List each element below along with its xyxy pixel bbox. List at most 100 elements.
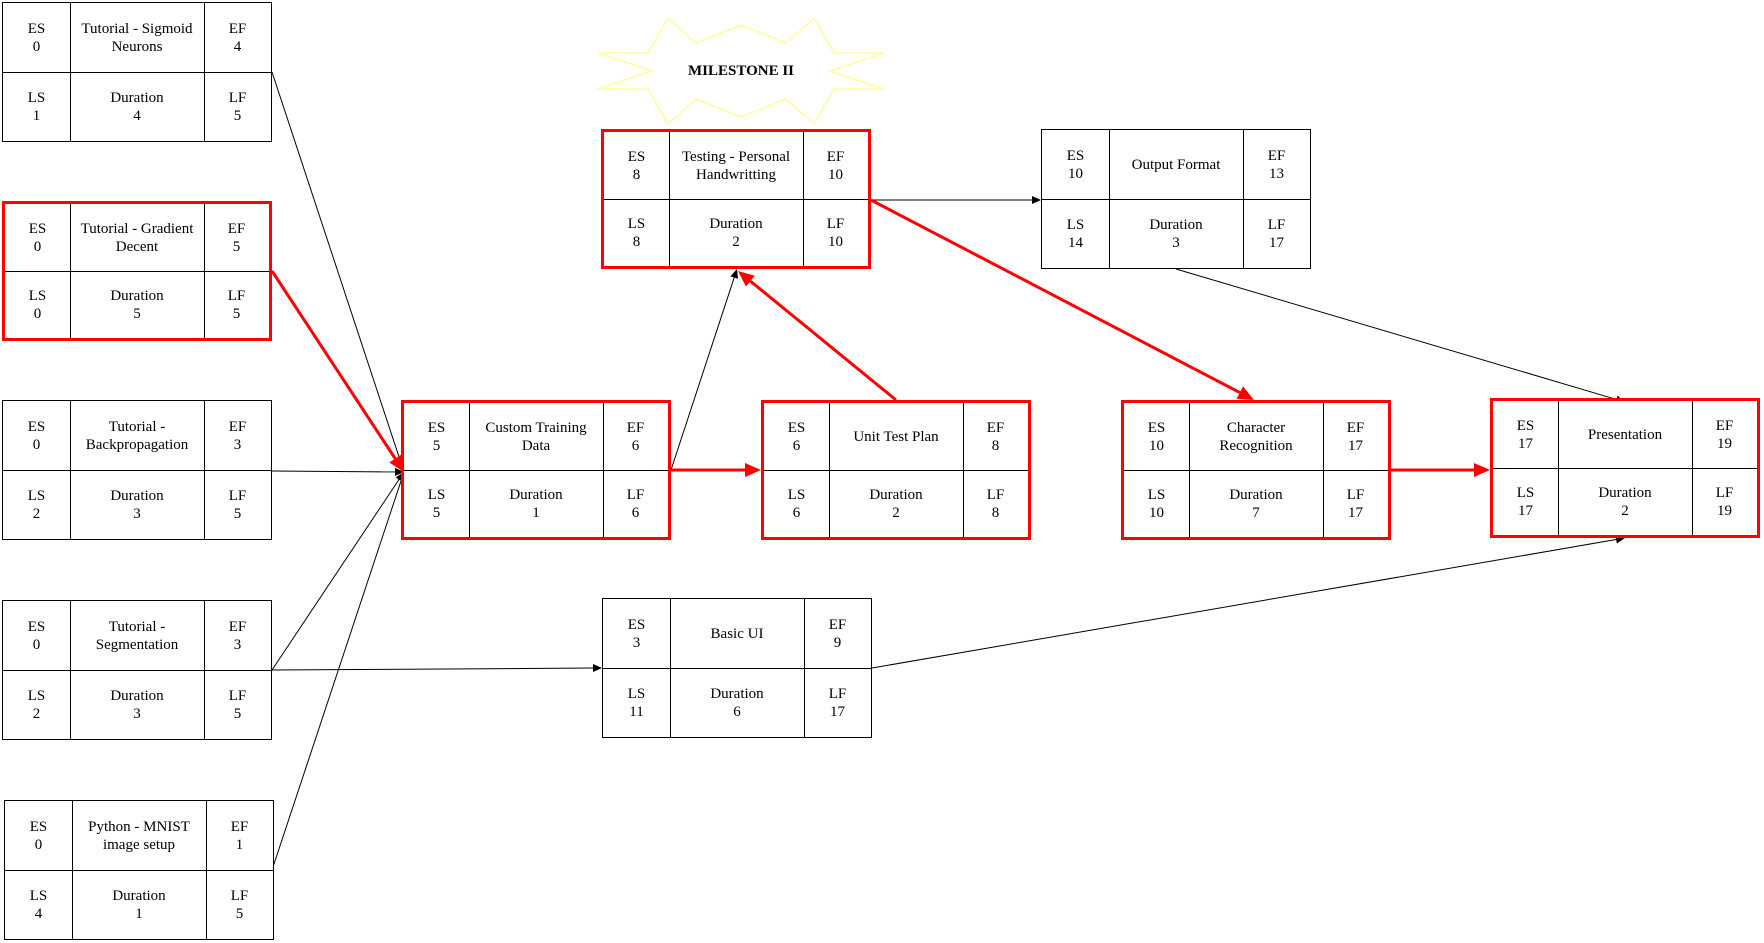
cell-label-ef: EF	[1715, 417, 1734, 434]
cell-value-duration: 1	[532, 504, 540, 521]
cell-value-ls: 8	[632, 233, 641, 250]
arrowhead-icon	[592, 664, 602, 673]
edge-backprop-to-custom	[271, 470, 396, 473]
cell-value-ls: 14	[1068, 234, 1083, 251]
cell-value-ls: 17	[1518, 502, 1533, 519]
cell-value-es: 0	[34, 836, 43, 853]
cell-label-lf: LF	[1715, 484, 1734, 501]
node-divider	[1124, 470, 1388, 471]
cell-label-duration: Duration	[110, 487, 164, 504]
node-divider	[3, 670, 271, 671]
cell-label-ls: LS	[28, 287, 47, 304]
edge-segmentation-to-basicui	[271, 667, 594, 671]
cell-value-ef: 4	[233, 38, 242, 55]
cell-label-es: ES	[29, 818, 48, 835]
cell-label-lf: LF	[826, 215, 845, 232]
cell-label-duration: Duration	[110, 687, 164, 704]
cell-label-ls: LS	[787, 486, 806, 503]
cell-label-lf: LF	[228, 487, 247, 504]
cell-label-es: ES	[27, 418, 46, 435]
node-cell-name: Output Format	[1109, 130, 1243, 199]
task-name-line: Decent	[115, 238, 159, 255]
cell-label-es: ES	[427, 419, 446, 436]
node-divider	[3, 72, 271, 73]
cell-label-ls: LS	[29, 887, 48, 904]
node-divider	[3, 470, 271, 471]
task-name-line: Tutorial - Gradient	[80, 220, 194, 237]
cell-value-ef: 8	[991, 437, 1000, 454]
edge-segmentation-to-custom	[271, 479, 400, 671]
arrowhead-icon	[394, 467, 404, 476]
arrowhead-icon	[1474, 463, 1490, 477]
cell-value-es: 17	[1518, 435, 1533, 452]
cell-label-duration: Duration	[1149, 216, 1203, 233]
cell-label-es: ES	[1066, 147, 1085, 164]
cell-label-lf: LF	[227, 287, 246, 304]
cell-label-es: ES	[1147, 419, 1166, 436]
cell-value-lf: 5	[235, 905, 244, 922]
cell-value-es: 6	[792, 437, 801, 454]
task-name-line: Basic UI	[710, 625, 764, 642]
cell-label-ef: EF	[227, 220, 246, 237]
cell-value-duration: 3	[133, 705, 141, 722]
cell-value-es: 5	[432, 437, 441, 454]
node-divider	[603, 668, 871, 669]
cell-value-lf: 19	[1717, 502, 1732, 519]
task-name-line: Python - MNIST	[88, 818, 190, 835]
task-name-line: Neurons	[111, 38, 163, 55]
task-name-line: Data	[521, 437, 551, 454]
cell-value-lf: 5	[233, 107, 242, 124]
cell-label-es: ES	[28, 220, 47, 237]
milestone-star-icon	[598, 18, 884, 124]
edge-output-to-presentation	[1175, 268, 1617, 400]
edge-custom-to-testing	[670, 277, 735, 471]
node-divider	[5, 271, 269, 272]
task-name-line: Tutorial -	[108, 418, 166, 435]
cell-label-es: ES	[27, 618, 46, 635]
cell-value-ef: 3	[233, 636, 242, 653]
task-name-line: Character	[1226, 419, 1286, 436]
cell-label-es: ES	[627, 616, 646, 633]
task-name-line: Handwritting	[696, 166, 776, 183]
cell-label-duration: Duration	[1229, 486, 1283, 503]
task-name-line: Tutorial - Sigmoid	[81, 20, 193, 37]
arrowhead-icon	[745, 463, 761, 477]
cell-value-duration: 6	[733, 703, 741, 720]
cell-label-es: ES	[627, 148, 646, 165]
task-name-line: Output Format	[1131, 156, 1221, 173]
cell-label-ef: EF	[1346, 419, 1365, 436]
